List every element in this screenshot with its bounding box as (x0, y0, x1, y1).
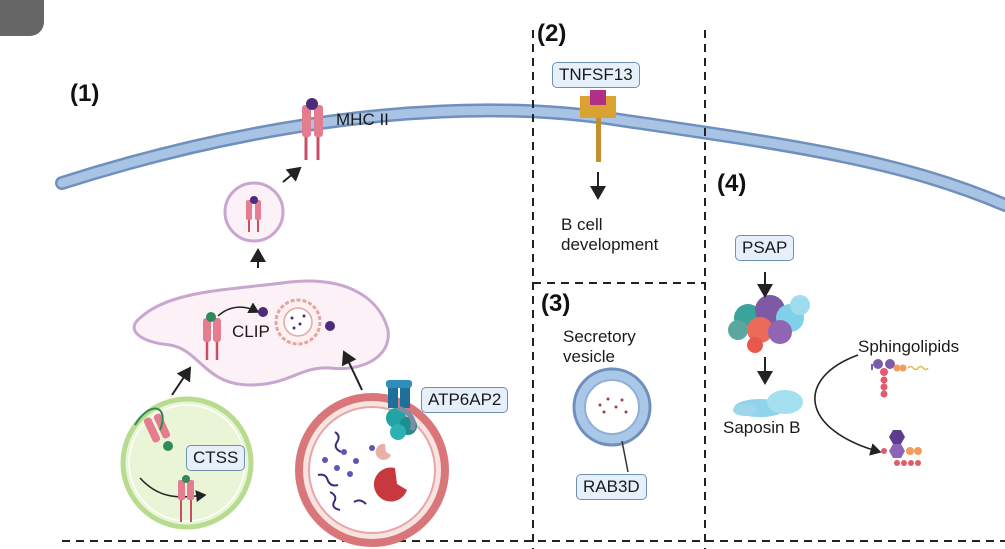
arrow-lysosome-to-compartment (341, 350, 363, 391)
sphingolipids-label: Sphingolipids (858, 337, 960, 356)
corner-badge (0, 0, 44, 36)
saposin-b-protein (733, 390, 803, 417)
lysosome (295, 380, 449, 547)
section-2-label: (2) (537, 20, 567, 47)
lipid-product (881, 430, 922, 466)
ctss-box: CTSS (186, 445, 246, 471)
section-1-label: (1) (70, 80, 100, 107)
secretory-label-line2: vesicle (563, 347, 615, 366)
transport-vesicle (223, 181, 285, 243)
clip-label: CLIP (232, 322, 270, 341)
sphingolipid-molecule (871, 359, 929, 398)
mhc-compartment (132, 279, 390, 387)
arrow-sphingolipid-reaction (814, 354, 882, 456)
secretory-vesicle (572, 367, 652, 473)
section-4-label: (4) (717, 170, 747, 197)
arrow-endosome-to-compartment (171, 366, 192, 396)
psap-box: PSAP (735, 235, 795, 261)
inner-vesicle (258, 298, 335, 346)
tnfsf13-receptor (580, 90, 616, 162)
mhc-ii-receptor (302, 98, 323, 160)
arrow-vesicle-to-membrane (282, 166, 302, 183)
mhc-clip-complex (203, 302, 260, 360)
mhc-ii-label: MHC II (336, 110, 389, 129)
tnfsf13-box: TNFSF13 (552, 62, 640, 88)
section-dividers (62, 30, 1005, 549)
b-cell-label-line1: B cell (561, 215, 603, 234)
b-cell-label-line2: development (561, 235, 659, 254)
psap-protein (728, 295, 810, 353)
section-3-label: (3) (541, 290, 571, 317)
atp6ap2-box: ATP6AP2 (421, 387, 509, 413)
secretory-label-line1: Secretory (563, 327, 636, 346)
rab3d-box: RAB3D (576, 474, 647, 500)
saposin-b-label: Saposin B (723, 418, 801, 437)
